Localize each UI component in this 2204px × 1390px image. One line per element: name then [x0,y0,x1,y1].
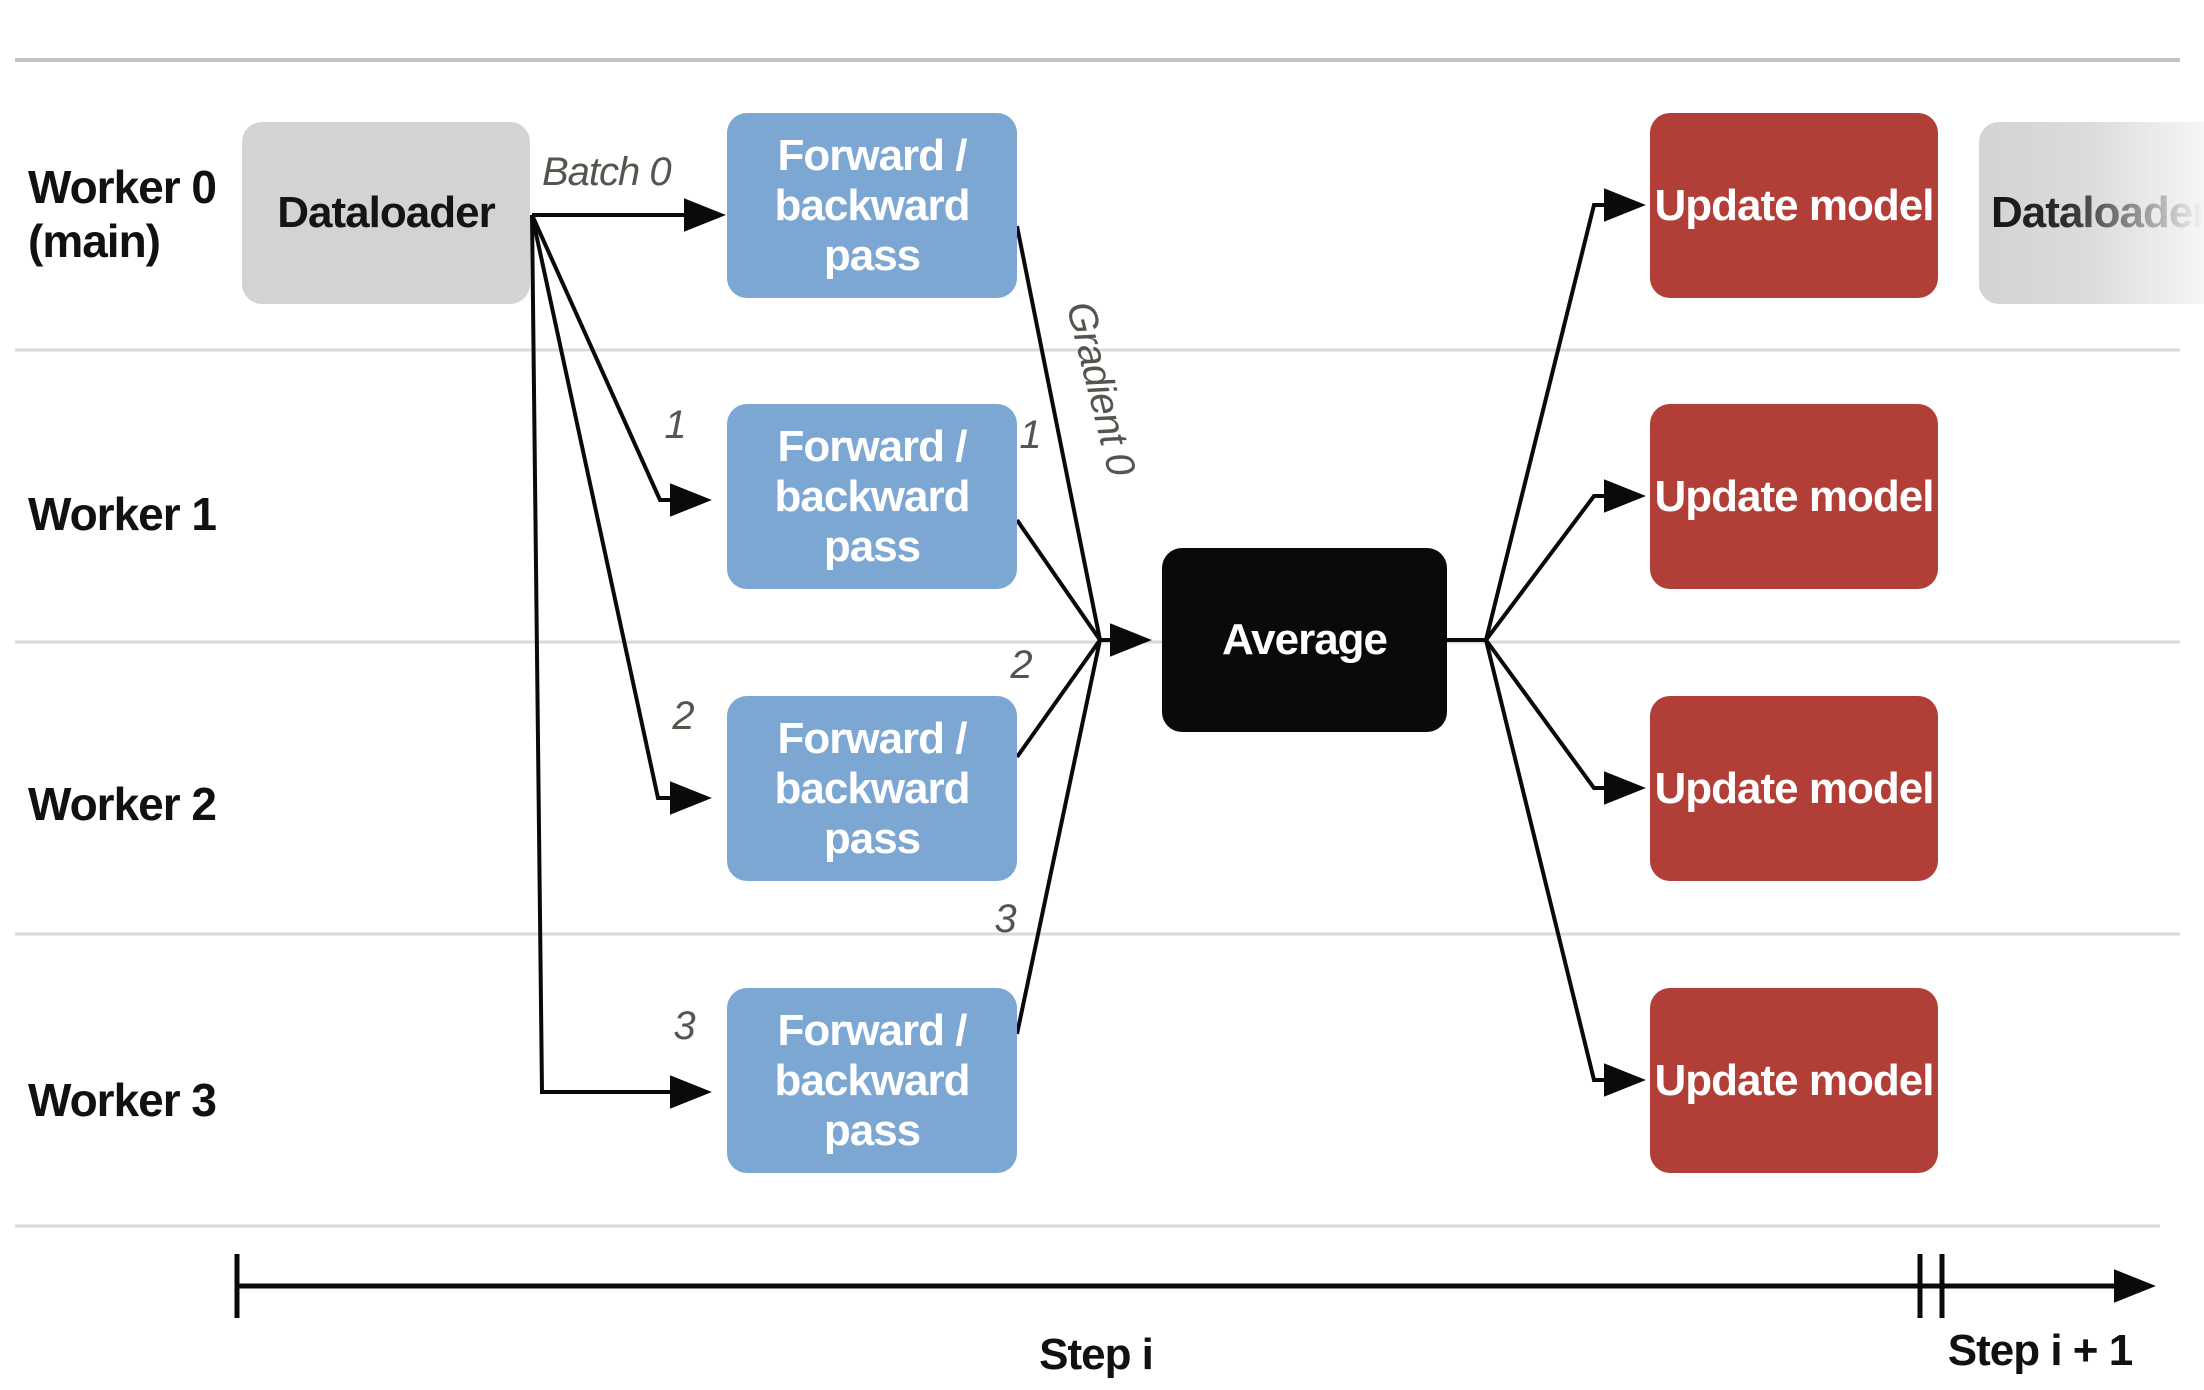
worker-0-label: Worker 0 (main) [28,160,217,268]
forward-backward-box-worker0: Forward / backward pass [727,113,1017,298]
worker-2-label: Worker 2 [28,778,217,830]
forward-box-label-line2: backward pass [774,471,971,571]
update-model-box-worker0: Update model [1650,113,1938,298]
forward-box-label-line1: Forward / [777,130,967,180]
batch-2-number: 2 [672,694,694,738]
arrow-update-worker2 [1484,638,1646,805]
forward-box-label-line1: Forward / [777,421,967,471]
step-i-label: Step i [1039,1330,1154,1379]
forward-backward-box-worker2: Forward / backward pass [727,696,1017,881]
update-box-label: Update model [1654,1055,1935,1105]
forward-box-label-line2: backward pass [774,180,971,280]
worker-1-label: Worker 1 [28,488,217,540]
forward-box-label-line1: Forward / [777,1005,967,1055]
next-step-dataloader-box: Dataloader [1979,122,2204,304]
update-box-label: Update model [1654,471,1935,521]
update-model-box-worker3: Update model [1650,988,1938,1173]
arrow-update-worker0 [1484,188,1646,641]
line-gradient-worker0 [1015,225,1102,641]
line-gradient-worker1 [1015,518,1102,642]
gradient-2-number: 2 [1010,643,1032,687]
batch-3-number: 3 [673,1004,695,1048]
arrow-batch-worker2 [530,214,712,815]
average-box: Average [1162,548,1447,732]
worker-0-label-line1: Worker 0 [28,161,217,213]
update-box-label: Update model [1654,763,1935,813]
step-i-plus-1-label: Step i + 1 [1947,1326,2133,1375]
next-step-dataloader-label: Dataloader [1991,188,2204,238]
line-gradient-worker2 [1015,638,1102,759]
batch-1-number: 1 [664,403,686,447]
forward-box-label-line2: backward pass [774,763,971,863]
worker-3-label: Worker 3 [28,1074,217,1126]
average-box-label: Average [1221,615,1388,664]
forward-backward-box-worker3: Forward / backward pass [727,988,1017,1173]
update-model-box-worker1: Update model [1650,404,1938,589]
forward-box-label-line1: Forward / [777,713,967,763]
forward-backward-box-worker1: Forward / backward pass [727,404,1017,589]
arrow-batch-worker1 [530,214,712,517]
batch-0-label: Batch 0 [542,150,672,194]
forward-box-label-line2: backward pass [774,1055,971,1155]
arrow-batch-worker3 [530,214,712,1109]
arrow-update-worker1 [1484,479,1646,642]
gradient-1-number: 1 [1019,413,1041,457]
dataloader-box: Dataloader [242,122,530,304]
dataloader-box-label: Dataloader [277,188,495,237]
update-model-box-worker2: Update model [1650,696,1938,881]
update-box-label: Update model [1654,180,1935,230]
arrow-update-worker3 [1484,639,1646,1097]
gradient-3-number: 3 [994,897,1016,941]
line-gradient-worker3 [1015,639,1102,1035]
worker-0-label-line2: (main) [28,215,161,267]
